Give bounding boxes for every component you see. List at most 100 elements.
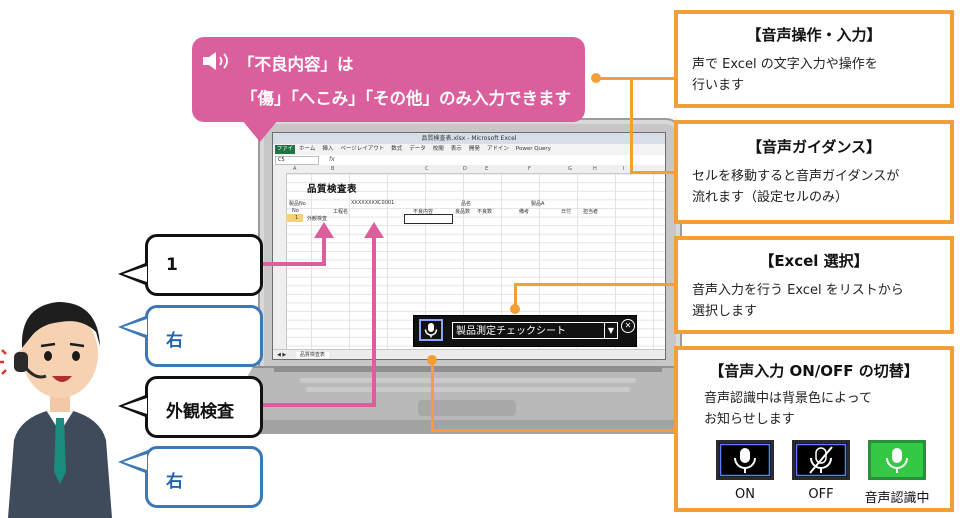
- bubble-tail: [123, 266, 147, 282]
- panel-line: 音声入力を行う Excel をリストから: [692, 283, 904, 298]
- name-box[interactable]: C5: [275, 156, 319, 165]
- speaker-icon: [203, 52, 228, 70]
- panel-title: 【音声入力 ON/OFF の切替】: [709, 362, 919, 380]
- panel-line: 声で Excel の文字入力や操作を: [692, 57, 878, 72]
- connector-line: [632, 77, 674, 80]
- tab-home[interactable]: ホーム: [299, 146, 316, 152]
- tab-review[interactable]: 校閲: [432, 146, 444, 152]
- column-header[interactable]: H: [593, 166, 597, 172]
- arrow-line: [322, 236, 326, 266]
- column-header[interactable]: I: [623, 166, 625, 172]
- tab-view[interactable]: 表示: [450, 146, 462, 152]
- banner-tail: [242, 120, 278, 142]
- connector-line: [514, 283, 674, 286]
- connector-line: [630, 171, 674, 174]
- row5-no: 1: [295, 215, 299, 221]
- panel-title: 【Excel 選択】: [759, 252, 869, 270]
- panel-voice-input: 【音声操作・入力】 声で Excel の文字入力や操作を 行います: [674, 10, 954, 108]
- header-date: 日付: [561, 209, 572, 215]
- bubble-tail: [123, 319, 147, 335]
- connector-line: [431, 359, 434, 431]
- speech-bubble: 1: [145, 234, 263, 296]
- column-headers: A B C D E F G H I: [273, 165, 665, 174]
- header-defect: 不良内容: [413, 209, 434, 215]
- panel-body: セルを移動すると音声ガイダンスが 流れます（設定セルのみ）: [692, 166, 942, 208]
- excel-select-dropdown[interactable]: 製品測定チェックシート ▼: [452, 322, 618, 339]
- laptop-base: [218, 366, 722, 428]
- sheet-title: 品質検査表: [307, 184, 358, 195]
- bubble-tail: [123, 398, 147, 414]
- panel-excel-select: 【Excel 選択】 音声入力を行う Excel をリストから 選択します: [674, 236, 954, 334]
- column-header[interactable]: A: [293, 166, 297, 172]
- mic-off-icon: [792, 440, 850, 480]
- speech-bubble: 右: [145, 305, 263, 367]
- column-header[interactable]: D: [463, 166, 467, 172]
- panel-body: 音声認識中は背景色によって お知らせします: [704, 388, 942, 430]
- header-bad: 不良数: [477, 209, 493, 215]
- panel-body: 音声入力を行う Excel をリストから 選択します: [692, 280, 942, 322]
- tab-page-layout[interactable]: ページレイアウト: [340, 146, 385, 152]
- touchpad: [418, 400, 516, 416]
- laptop-hinge: [274, 366, 662, 372]
- header-no: No: [292, 208, 299, 214]
- row5-process: 外観検査: [307, 216, 328, 222]
- speech-bubble: 外観検査: [145, 376, 263, 438]
- speech-bubble: 右: [145, 446, 263, 508]
- arrow-up-icon: [364, 222, 384, 238]
- arrow-line: [262, 403, 376, 407]
- panel-line: 音声認識中は背景色によって: [704, 391, 872, 406]
- header-good: 良品数: [455, 209, 471, 215]
- selected-row-indicator: [286, 214, 303, 222]
- tab-data[interactable]: データ: [409, 146, 426, 152]
- person-with-headset: [0, 302, 112, 518]
- product-name-label: 品名: [461, 201, 472, 207]
- column-header[interactable]: F: [528, 166, 531, 172]
- close-icon[interactable]: ✕: [621, 319, 635, 333]
- speech-text: 右: [166, 472, 183, 492]
- bubble-tail: [123, 454, 147, 470]
- tab-addins[interactable]: アドイン: [486, 146, 509, 152]
- tab-formulas[interactable]: 数式: [391, 146, 403, 152]
- connector-line: [596, 77, 632, 80]
- ribbon-tabs: ホーム挿入ページレイアウト数式データ校閲表示開発アドイン Power Query: [299, 144, 558, 155]
- column-header[interactable]: B: [331, 166, 335, 172]
- state-label-off: OFF: [808, 487, 834, 502]
- sheet-tab[interactable]: 品質検査表: [295, 352, 329, 358]
- arrow-line: [372, 236, 376, 407]
- arrow-line: [262, 262, 326, 266]
- mic-recognizing-icon: [868, 440, 926, 480]
- connector-line: [630, 77, 633, 173]
- row-headers: [273, 173, 287, 349]
- active-cell[interactable]: [404, 214, 453, 224]
- file-tab[interactable]: ファイル: [275, 145, 295, 161]
- state-label-on: ON: [735, 487, 755, 502]
- arrow-up-icon: [314, 222, 334, 238]
- column-header[interactable]: G: [568, 166, 572, 172]
- product-name-value: 製品A: [531, 201, 545, 207]
- connector-line: [514, 284, 517, 306]
- keyboard: [300, 378, 636, 396]
- header-person: 担当者: [583, 209, 599, 215]
- panel-title: 【音声ガイダンス】: [746, 138, 882, 156]
- sheet-nav-icon[interactable]: ◀ ▶: [277, 352, 287, 358]
- fx-icon: fx: [329, 156, 335, 163]
- panel-line: お知らせします: [704, 412, 795, 427]
- input-restriction-banner: 「不良内容」は 「傷」「へこみ」「その他」のみ入力できます: [192, 37, 585, 122]
- column-header[interactable]: E: [485, 166, 489, 172]
- mic-on-icon: [716, 440, 774, 480]
- chevron-down-icon[interactable]: ▼: [604, 323, 617, 338]
- banner-line-2: 「傷」「へこみ」「その他」のみ入力できます: [241, 89, 571, 108]
- banner-line-1: 「不良内容」は: [238, 55, 354, 74]
- speech-text: 右: [166, 331, 183, 351]
- column-header[interactable]: C: [425, 166, 429, 172]
- microphone-icon[interactable]: [419, 319, 443, 341]
- header-process: 工程名: [333, 209, 349, 215]
- selected-sheet-name: 製品測定チェックシート: [456, 326, 566, 337]
- panel-title: 【音声操作・入力】: [746, 26, 882, 44]
- sheet-tabs: ◀ ▶ 品質検査表: [273, 349, 665, 359]
- speech-text: 1: [166, 255, 178, 275]
- tab-power-query[interactable]: Power Query: [515, 146, 551, 152]
- panel-line: セルを移動すると音声ガイダンスが: [692, 169, 900, 184]
- tab-insert[interactable]: 挿入: [322, 146, 334, 152]
- tab-developer[interactable]: 開発: [468, 146, 480, 152]
